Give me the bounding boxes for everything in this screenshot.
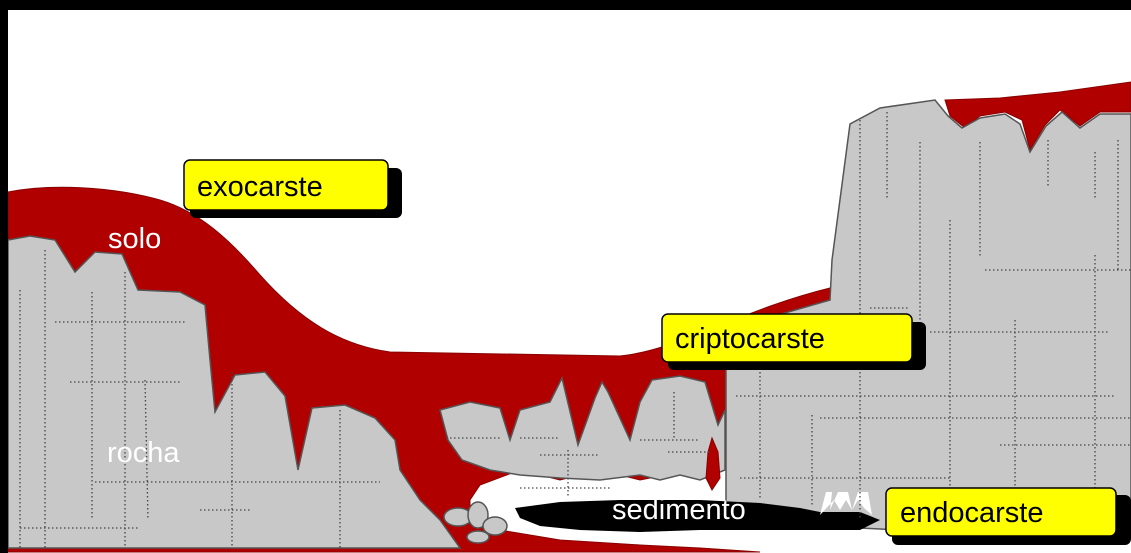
endocarste-label: endocarste [886, 488, 1131, 545]
frame-left [0, 0, 8, 553]
frame-top [0, 0, 1131, 10]
solo-label: solo [108, 223, 161, 255]
criptocarste-text: criptocarste [675, 323, 825, 355]
exocarste-text: exocarste [197, 171, 323, 203]
endocarste-text: endocarste [900, 497, 1044, 529]
criptocarste-label: criptocarste [662, 314, 926, 370]
rocha-label: rocha [107, 437, 180, 469]
sedimento-label: sedimento [612, 494, 746, 526]
exocarste-label: exocarste [184, 160, 402, 218]
